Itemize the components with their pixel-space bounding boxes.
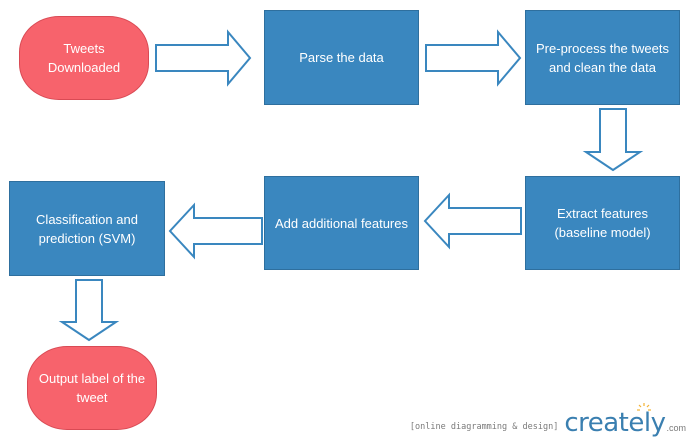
node-output-label: Output label of the tweet	[27, 346, 157, 430]
arrow-tweets-to-parse	[155, 29, 252, 87]
watermark-suffix: .com	[666, 423, 686, 433]
node-add-features: Add additional features	[264, 176, 419, 270]
lightbulb-icon	[637, 403, 651, 411]
arrow-add-to-classification	[168, 202, 263, 260]
node-classification: Classification and prediction (SVM)	[9, 181, 165, 276]
node-extract-features: Extract features (baseline model)	[525, 176, 680, 270]
watermark-tagline: [online diagramming & design]	[409, 422, 559, 432]
arrow-preprocess-to-extract	[582, 108, 644, 172]
node-parse-data: Parse the data	[264, 10, 419, 105]
watermark-brand: creately	[564, 408, 666, 438]
arrow-classification-to-output	[58, 279, 120, 342]
arrow-extract-to-add	[423, 192, 522, 250]
node-preprocess: Pre-process the tweets and clean the dat…	[525, 10, 680, 105]
node-tweets-downloaded: Tweets Downloaded	[19, 16, 149, 100]
creately-watermark: [online diagramming & design] creately .…	[409, 403, 686, 438]
arrow-parse-to-preprocess	[425, 29, 522, 87]
